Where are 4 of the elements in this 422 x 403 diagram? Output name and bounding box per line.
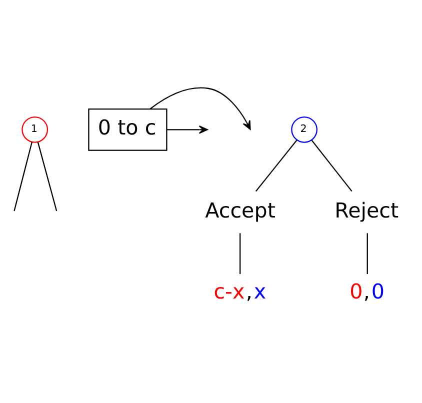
node-text: Reject: [334, 198, 398, 222]
node-text: 0,0: [349, 280, 384, 304]
node-text: c-x,x: [213, 280, 266, 304]
node-text: Accept: [204, 198, 275, 222]
